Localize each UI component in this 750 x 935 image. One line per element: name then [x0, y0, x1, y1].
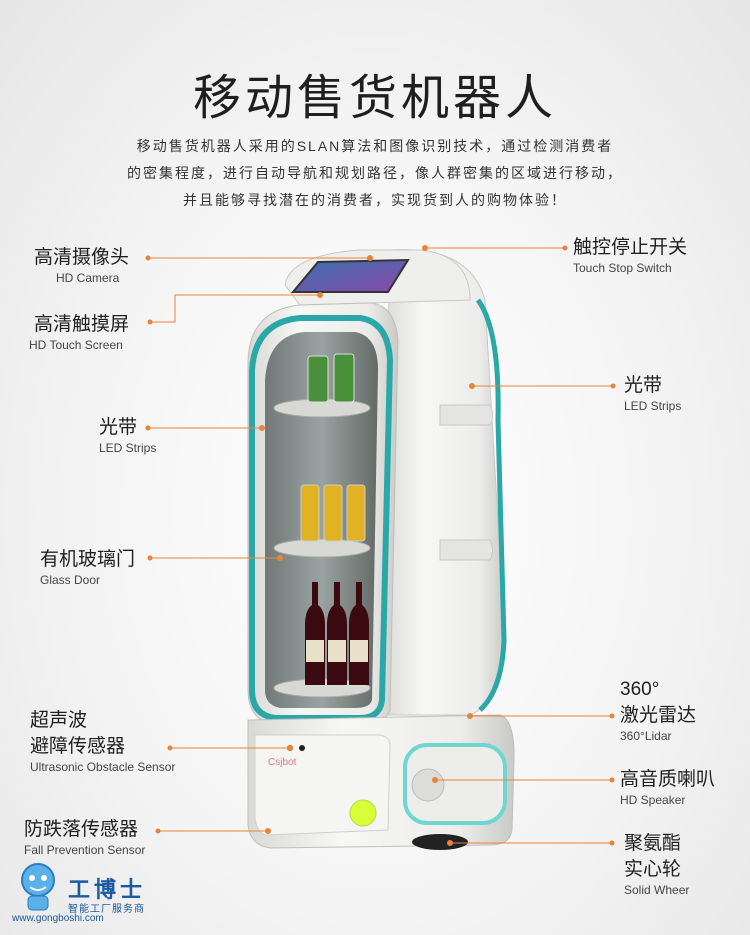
label-hd-touch-screen: 高清触摸屏 HD Touch Screen [29, 314, 130, 352]
label-hd-speaker: 高音质喇叭 HD Speaker [620, 769, 716, 807]
mascot-icon [21, 863, 55, 911]
label-solid-wheel: 聚氨酯 实心轮 Solid Wheer [624, 833, 690, 897]
watermark-sub: 智能工厂服务商 [68, 904, 145, 915]
robot-brand: Csjbot [268, 757, 297, 768]
description-line: 并且能够寻找潜在的消费者，实现货到人的购物体验！ [183, 192, 567, 208]
label-led-strips-right: 光带 LED Strips [624, 375, 682, 413]
label-ultrasonic-sensor: 超声波 避障传感器 Ultrasonic Obstacle Sensor [30, 710, 176, 774]
watermark-logo: 工博士 智能工厂服务商 www.gongboshi.com [10, 860, 160, 930]
description-line: 移动售货机器人采用的SLAN算法和图像识别技术，通过检测消费者 [136, 138, 614, 154]
label-glass-door: 有机玻璃门 Glass Door [40, 549, 136, 587]
watermark-brand: 工博士 [68, 877, 147, 902]
description: 移动售货机器人采用的SLAN算法和图像识别技术，通过检测消费者 的密集程度，进行… [0, 133, 750, 214]
label-fall-prevention: 防跌落传感器 Fall Prevention Sensor [24, 819, 146, 857]
description-line: 的密集程度，进行自动导航和规划路径，像人群密集的区域进行移动， [127, 165, 623, 181]
label-touch-stop: 触控停止开关 Touch Stop Switch [573, 237, 688, 275]
label-hd-camera: 高清摄像头 HD Camera [34, 247, 130, 285]
watermark-url: www.gongboshi.com [12, 913, 104, 924]
label-led-strips-left: 光带 LED Strips [99, 417, 157, 455]
page-title: 移动售货机器人 [192, 72, 557, 125]
label-lidar: 360° 激光雷达 360°Lidar [620, 679, 697, 743]
